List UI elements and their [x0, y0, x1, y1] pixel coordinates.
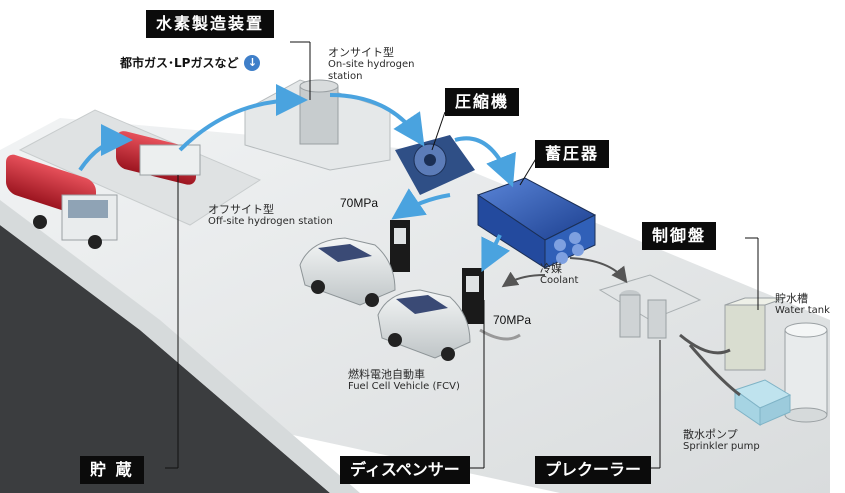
tag-precooler: プレクーラー — [535, 456, 652, 484]
onsite-station-label: オンサイト型 On-site hydrogen station — [328, 46, 415, 83]
offsite-label-en: Off-site hydrogen station — [208, 216, 333, 227]
coolant-label-en: Coolant — [540, 275, 579, 286]
coolant-label-jp: 冷媒 — [540, 262, 562, 275]
pipe — [679, 333, 731, 355]
road-edge — [0, 200, 360, 493]
pump-label-en: Sprinkler pump — [683, 441, 760, 452]
water-tank-label-jp: 貯水槽 — [775, 292, 808, 305]
onsite-label-jp: オンサイト型 — [328, 46, 394, 59]
pressure-label-1: 70MPa — [340, 196, 379, 210]
flow-arrow — [329, 93, 425, 147]
tube-trailer-truck-2 — [116, 131, 201, 185]
precooler-unit — [598, 274, 702, 339]
tag-control-panel: 制御盤 — [642, 222, 717, 250]
gas-source-note: 都市ガス･LPガスなど ↓ — [120, 54, 261, 71]
gas-source-text: 都市ガス･LPガスなど — [120, 56, 239, 70]
flow-arrow — [178, 84, 308, 152]
tag-accumulator: 蓄圧器 — [535, 140, 610, 168]
flow-arrow — [391, 188, 451, 220]
pressure-label-2: 70MPa — [493, 313, 532, 327]
tag-storage: 貯 蔵 — [80, 456, 144, 484]
leader-line — [431, 111, 446, 151]
fcv-car-1 — [299, 237, 396, 307]
onsite-label-en-1: On-site hydrogen — [328, 59, 415, 70]
offsite-station-label: オフサイト型 Off-site hydrogen station — [208, 203, 333, 228]
onsite-label-en-2: station — [328, 71, 363, 82]
compressor-unit — [395, 135, 475, 195]
pump-label-jp: 散水ポンプ — [683, 428, 738, 441]
dispenser-1 — [390, 220, 410, 272]
coolant-label: 冷媒 Coolant — [540, 262, 578, 287]
flow-arrow — [78, 124, 133, 172]
fcv-label-en: Fuel Cell Vehicle (FCV) — [348, 381, 460, 392]
water-tank — [784, 322, 828, 423]
water-tank-label: 貯水槽 Water tank — [775, 292, 830, 317]
fcv-label: 燃料電池自動車 Fuel Cell Vehicle (FCV) — [348, 368, 460, 393]
flow-arrow — [481, 234, 511, 273]
down-arrow-icon: ↓ — [244, 54, 261, 71]
control-panel-cabinet — [724, 297, 786, 371]
offsite-label-jp: オフサイト型 — [208, 203, 274, 216]
tag-dispenser: ディスペンサー — [340, 456, 470, 484]
fcv-car-2 — [377, 289, 471, 361]
flow-arrow — [454, 136, 516, 188]
tag-hydrogen-generator: 水素製造装置 — [146, 10, 275, 38]
fcv-label-jp: 燃料電池自動車 — [348, 368, 425, 381]
water-tank-label-en: Water tank — [775, 305, 830, 316]
sprinkler-pump — [733, 379, 792, 426]
road — [0, 225, 330, 493]
tag-compressor: 圧縮機 — [445, 88, 520, 116]
tube-trailer-truck-1 — [6, 154, 118, 249]
coolant-arrow — [569, 257, 628, 284]
sprinkler-pump-label: 散水ポンプ Sprinkler pump — [683, 428, 760, 453]
coolant-arrow — [501, 271, 546, 288]
dispenser-2 — [462, 268, 484, 324]
pipe — [688, 344, 741, 397]
